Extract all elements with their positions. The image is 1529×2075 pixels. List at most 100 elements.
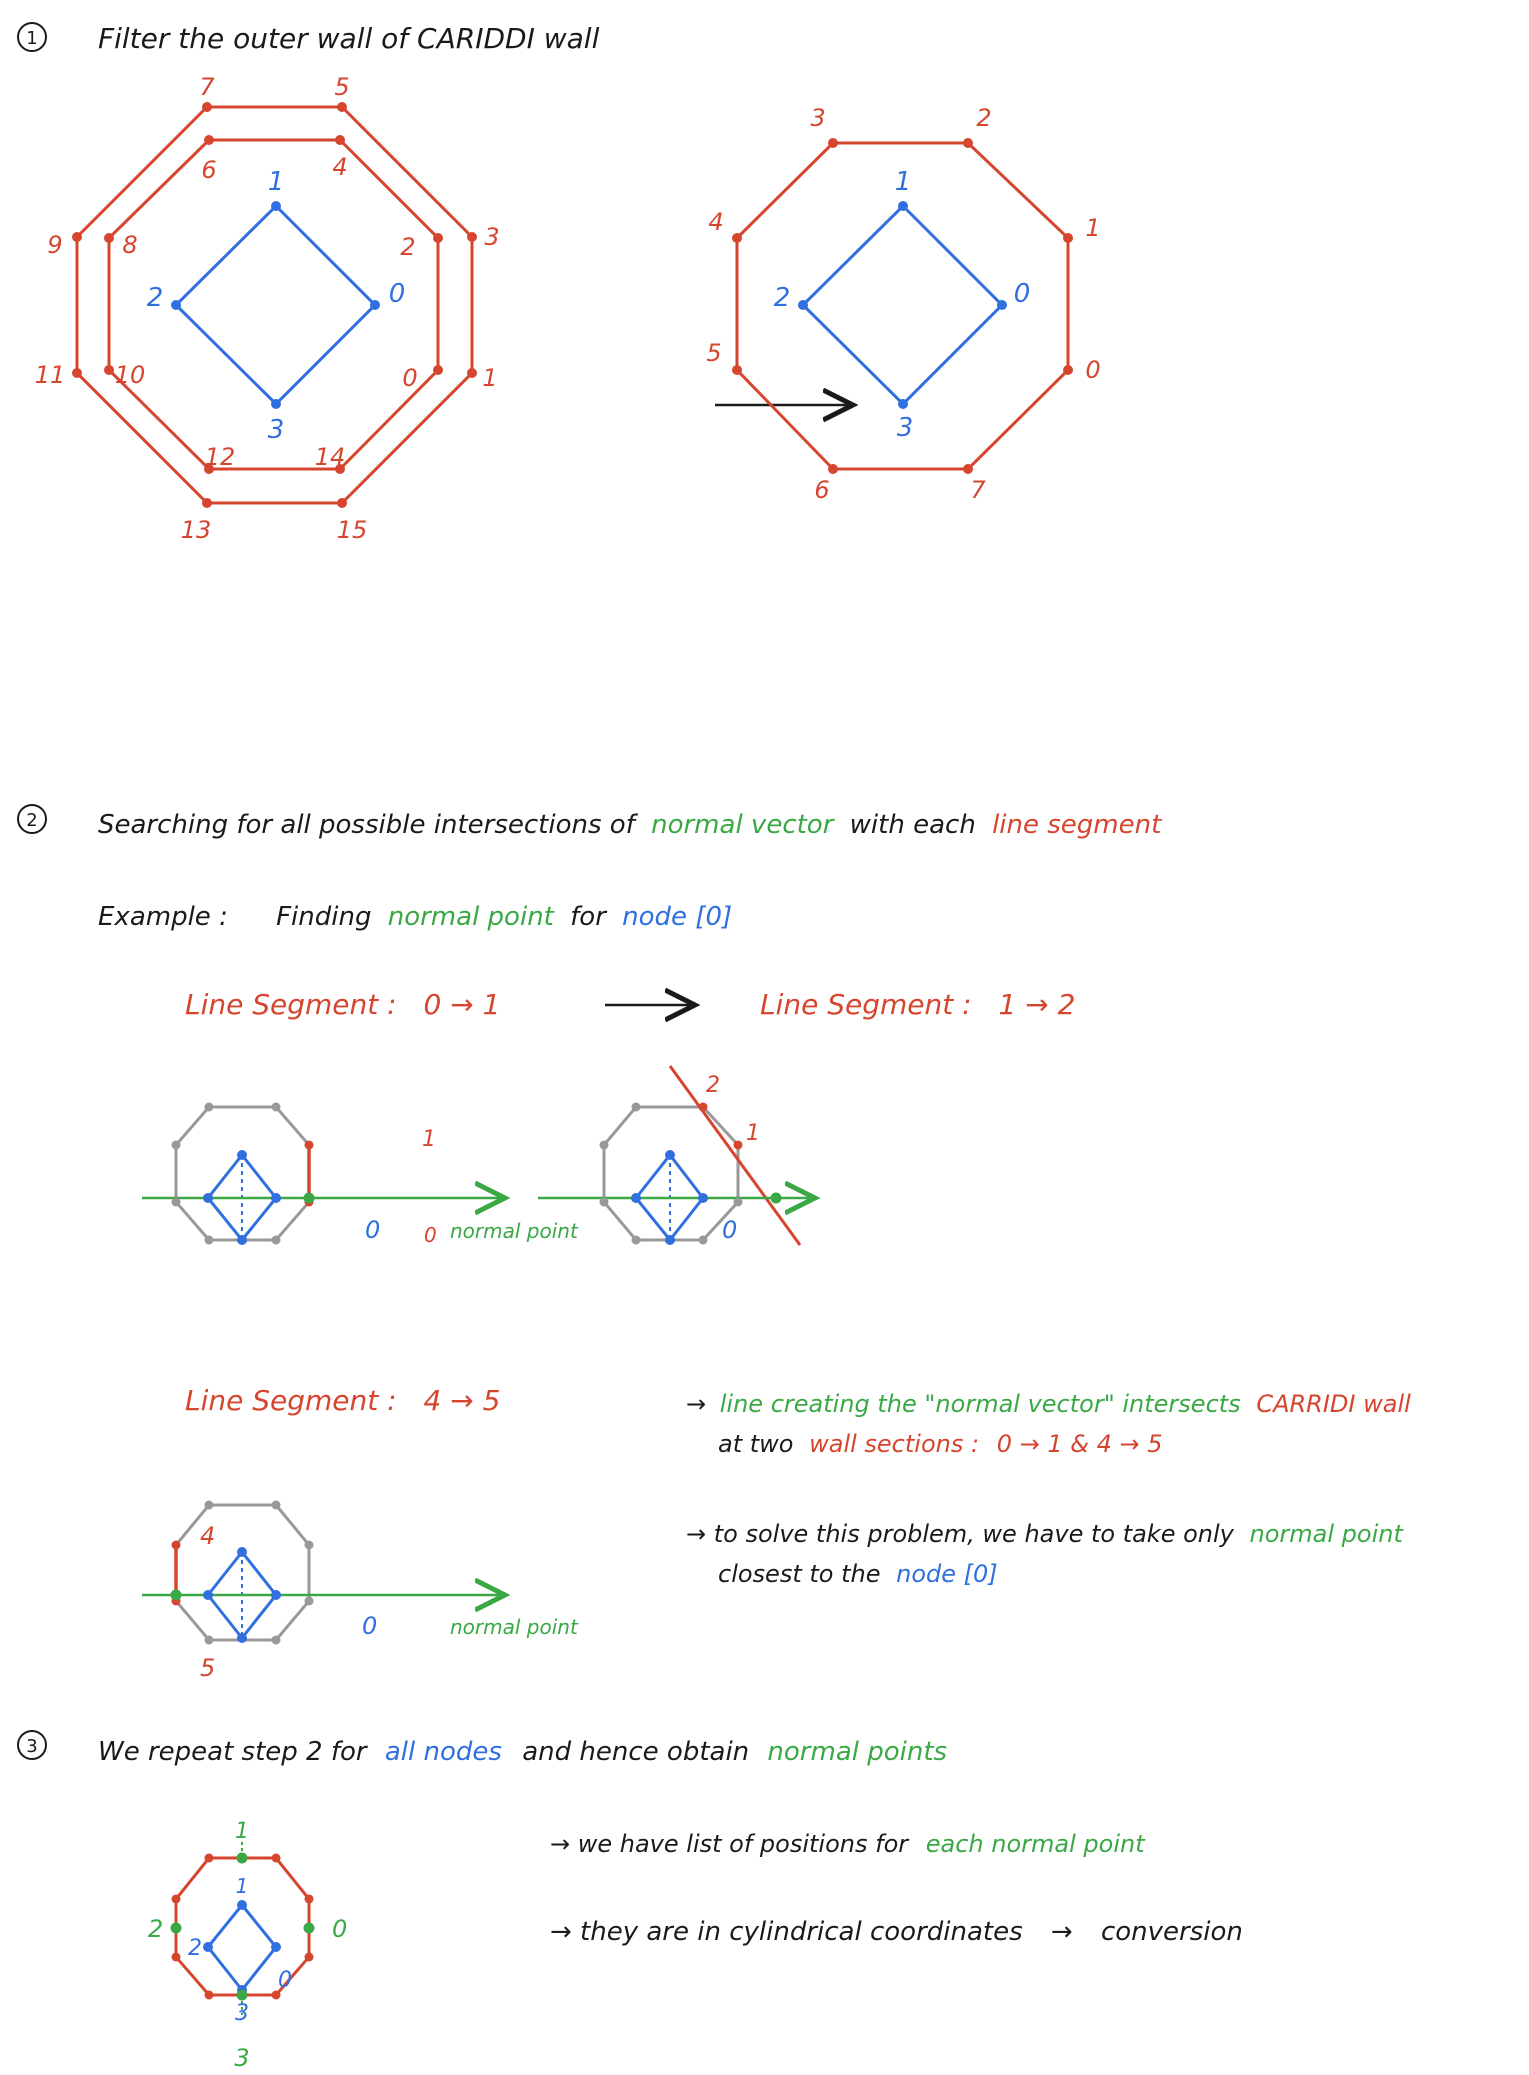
outer-vertex-dot [72,232,82,242]
vertex-dot [171,1140,181,1150]
inner-vertex-label: 10 [115,361,146,389]
inner-vertex-label: 12 [205,443,236,471]
panel-2-diagram: 2 1 0 [538,1065,815,1246]
segment-start-dot [171,1540,181,1550]
outer-vertex-dot [202,102,212,112]
normal-point-dot [303,1922,315,1934]
wall-vertex-dot [963,464,973,474]
node-dot [203,1193,213,1203]
node-diamond [206,1902,278,1993]
node-dot [997,300,1007,310]
outer-vertex-label: 13 [181,516,212,544]
outer-vertex-label: 11 [35,361,66,389]
node-label: 0 [1014,279,1031,309]
normal-point-label: normal point [450,1219,579,1243]
node-dot [698,1193,708,1203]
normal-point-dot [236,1852,248,1864]
vertex-dot [733,1197,743,1207]
panel-1-diagram: 1 0 0 normal point [142,1102,579,1247]
panel-3-heading: Line Segment : 4 → 5 [185,1384,500,1417]
inner-vertex-dot [104,365,114,375]
node-square [173,203,378,407]
step-3-note-2: → they are in cylindrical coordinates → … [550,1917,1243,1947]
note-2-line-2: closest to the node [0] [718,1560,998,1588]
segment-end-label: 5 [200,1654,215,1682]
wall-vertex-label: 1 [1085,214,1100,242]
segment-end-label: 2 [706,1073,720,1098]
vertex-dot [204,1102,214,1112]
outer-vertex-label: 3 [484,223,499,251]
wall-vertex-label: 6 [814,476,829,504]
step-3-points [170,1852,315,2001]
vertex-dot [204,1235,214,1245]
node-label: 2 [774,283,791,313]
inner-vertex-label: 0 [402,364,417,392]
node-dot [171,300,181,310]
vertex-dot [204,1853,214,1863]
node-dot [631,1193,641,1203]
panel-1-heading: Line Segment : 0 → 1 [185,988,500,1021]
vertex-dot [204,1500,214,1510]
node-dot [203,1590,213,1600]
vertex-dot [171,1952,181,1962]
wall-vertices [72,102,477,508]
node-dot [370,300,380,310]
inner-vertex-label: 14 [315,443,346,471]
vertex-dot [271,1990,281,2000]
wall-vertex-dot [1063,365,1073,375]
inner-vertex-label: 6 [201,156,216,184]
node-label: 1 [236,1874,249,1898]
vertex-dot [599,1197,609,1207]
vertex-dot [204,1990,214,2000]
node-label: 0 [362,1612,377,1640]
vertex-dot [271,1853,281,1863]
inner-vertex-dot [335,464,345,474]
inner-vertex-label: 2 [400,233,415,261]
outer-vertex-dot [202,498,212,508]
vertex-dot [631,1235,641,1245]
inner-vertex-dot [204,464,214,474]
panel-2-points [599,1102,782,1245]
node-dot [798,300,808,310]
segment-start-label: 0 [424,1223,437,1247]
outer-vertex-label: 1 [482,364,497,392]
inner-vertex-label: 8 [122,231,137,259]
vertex-dot [271,1635,281,1645]
inner-vertex-label: 4 [332,153,347,181]
normal-point-dot [236,1989,248,2001]
vertex-dot [271,1102,281,1112]
segment-start-label: 4 [200,1522,215,1550]
vertex-dot [304,1540,314,1550]
outer-vertex-label: 15 [337,516,368,544]
node-label: 1 [895,167,912,197]
inner-vertex-dot [335,135,345,145]
panel-1-points [171,1102,315,1245]
panel-3-points [170,1500,314,1645]
step-3-diagram: 1 0 3 2 1 0 3 2 [148,1819,347,2072]
normal-point-dot [303,1192,315,1204]
vertex-dot [698,1235,708,1245]
normal-label: 1 [235,1819,249,1844]
wall-vertex-dot [1063,233,1073,243]
node-label: 2 [188,1936,202,1961]
step-3-circle [17,1730,47,1760]
outer-vertex-dot [467,368,477,378]
step-3-number: 3 [26,1736,37,1757]
extended-segment-1-2 [668,1065,802,1246]
normal-label: 2 [148,1915,163,1943]
vertex-dot [631,1102,641,1112]
filtered-vertices [732,138,1073,474]
node-dot [237,1900,247,1910]
outer-vertex-label: 9 [47,231,62,259]
wall-vertex-label: 7 [970,476,986,504]
outer-vertex-label: 7 [199,73,215,101]
node-dot [237,1235,247,1245]
wall-vertex-label: 0 [1085,356,1100,384]
node-label: 3 [235,2001,249,2026]
node-label: 3 [268,415,285,445]
normal-point-label: normal point [450,1615,579,1639]
